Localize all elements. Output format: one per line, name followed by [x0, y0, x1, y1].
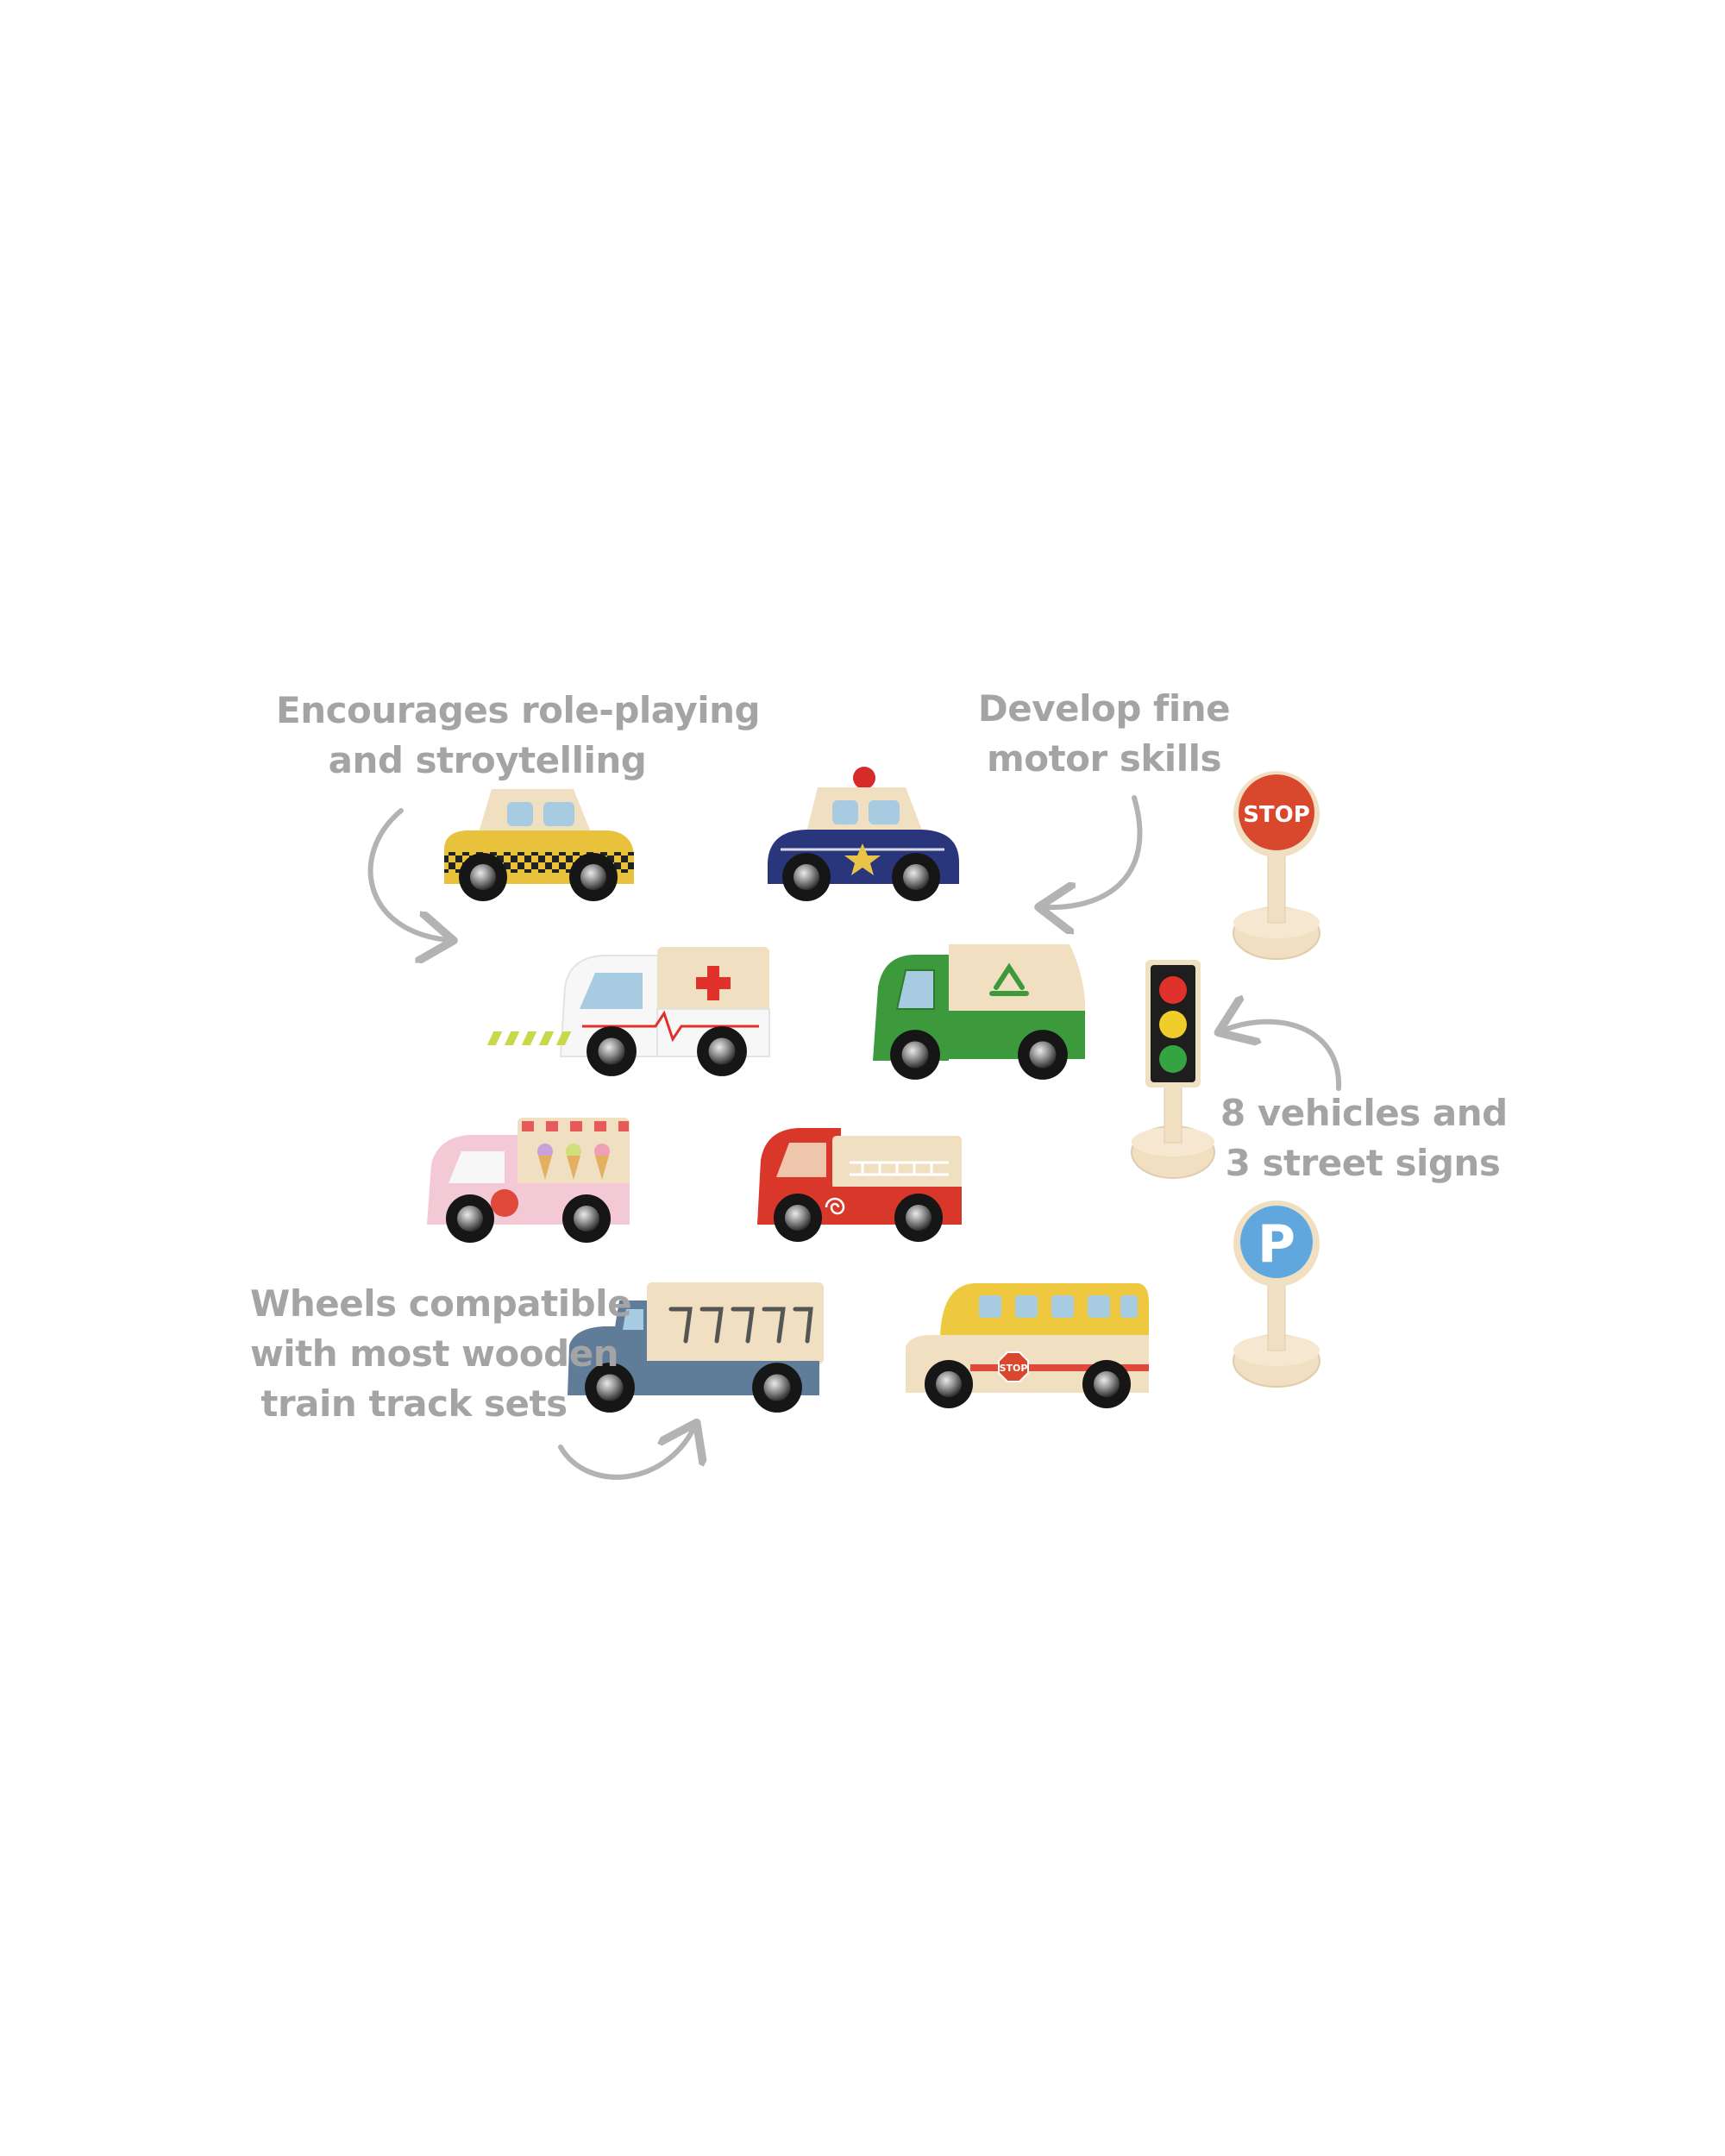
caption-motor-skills: Develop fine motor skills — [977, 687, 1231, 780]
garbage-truck-toy — [486, 944, 1085, 1080]
arrow-motor-skills — [1044, 795, 1143, 907]
police-car-toy — [768, 767, 959, 901]
arrow-wheels — [558, 1427, 694, 1480]
stop-sign-toy: STOP — [1233, 771, 1320, 960]
ice-cream-truck-toy — [427, 1118, 630, 1243]
caption-role-play: Encourages role-playing and stroytelling — [276, 689, 761, 781]
fire-truck-toy — [757, 1128, 962, 1242]
parking-sign-text: P — [1258, 1214, 1295, 1275]
ambulance-toy — [559, 947, 770, 1076]
caption-wheels: Wheels compatible with most wooden train… — [250, 1282, 632, 1425]
caption-vehicles-signs: 8 vehicles and 3 street signs — [1220, 1092, 1508, 1184]
arrow-vehicles-signs — [1223, 1022, 1342, 1091]
parking-sign-toy: P — [1233, 1200, 1320, 1388]
stop-sign-text: STOP — [1243, 802, 1310, 828]
taxi-toy — [444, 789, 634, 901]
bus-stop-sign-text: STOP — [1000, 1363, 1028, 1374]
school-bus-toy: STOP — [906, 1283, 1149, 1408]
truck-toy — [568, 1282, 824, 1413]
arrow-role-play — [367, 808, 448, 940]
traffic-light-toy — [1131, 960, 1215, 1179]
